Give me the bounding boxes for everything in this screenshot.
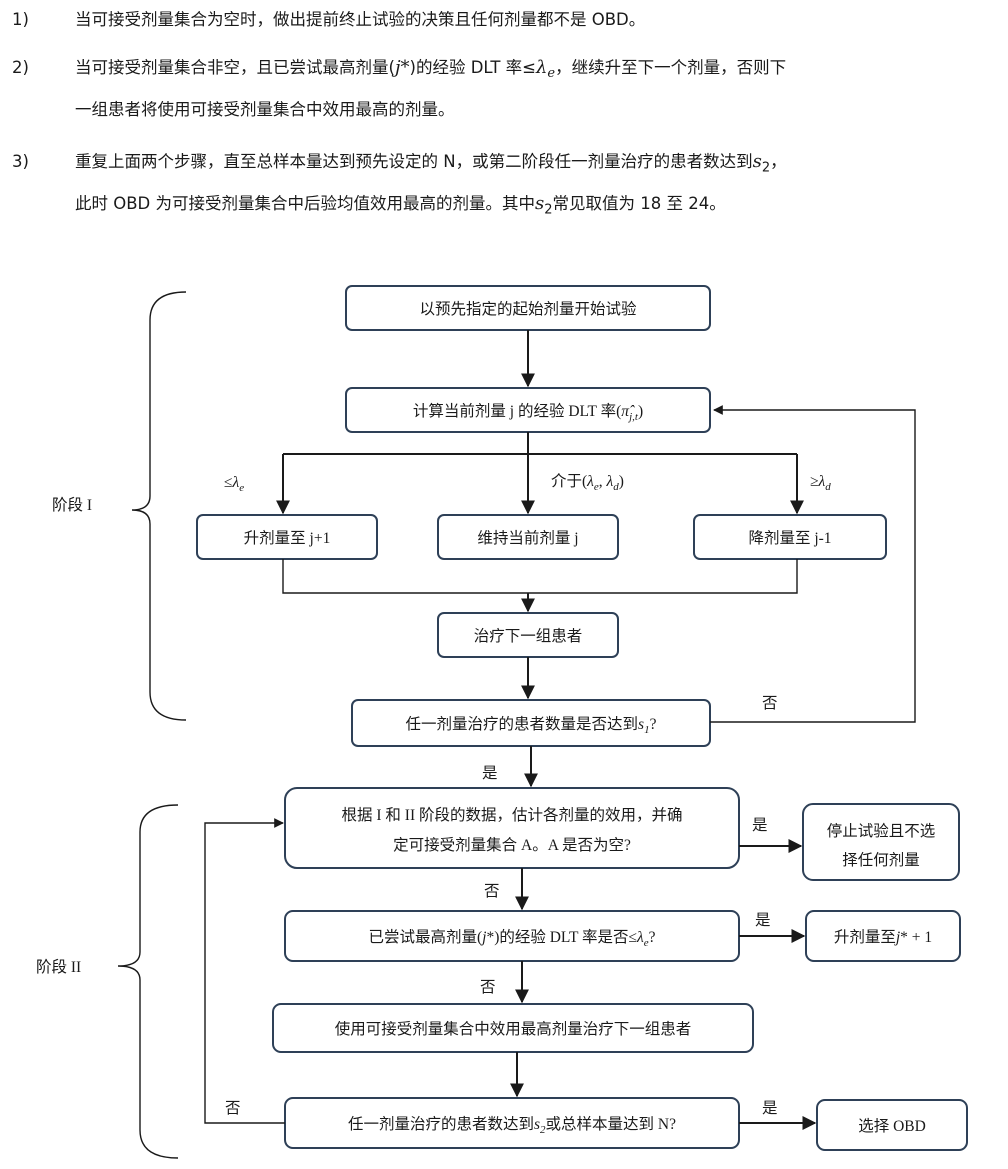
svg-text:升剂量至j* + 1: 升剂量至j* + 1: [834, 928, 932, 946]
best-utility-box: 使用可接受剂量集合中效用最高剂量治疗下一组患者: [272, 1003, 754, 1053]
label-le-lambda-e: ≤λe: [224, 474, 244, 494]
svg-text:以预先指定的起始剂量开始试验: 以预先指定的起始剂量开始试验: [419, 300, 637, 318]
svg-text:计算当前剂量 j 的经验 DLT 率(π̂j,t): 计算当前剂量 j 的经验 DLT 率(π̂j,t): [413, 401, 643, 423]
phase-2-brace: [117, 804, 179, 1159]
label-yes-phase2: 是: [482, 765, 498, 782]
svg-text:降剂量至 j-1: 降剂量至 j-1: [748, 529, 831, 547]
deescalate-box: 降剂量至 j-1: [693, 514, 887, 560]
svg-text:已尝试最高剂量(j*)的经验 DLT 率是否≤λe?: 已尝试最高剂量(j*)的经验 DLT 率是否≤λe?: [368, 928, 655, 949]
svg-text:治疗下一组患者: 治疗下一组患者: [474, 627, 583, 645]
start-box: 以预先指定的起始剂量开始试验: [345, 285, 711, 331]
svg-text:择任何剂量: 择任何剂量: [842, 851, 920, 869]
highest-dose-box: 已尝试最高剂量(j*)的经验 DLT 率是否≤λe?: [284, 910, 740, 962]
label-no-loop-phase2: 否: [225, 1100, 241, 1117]
svg-text:任一剂量治疗的患者数量是否达到s1?: 任一剂量治疗的患者数量是否达到s1?: [406, 715, 657, 736]
line-merge: [282, 559, 798, 594]
step-text: 当可接受剂量集合非空，且已尝试最高剂量(j*)的经验 DLT 率≤λe，继续升至…: [75, 57, 787, 82]
label-no-loop: 否: [762, 695, 778, 712]
step-text: 当可接受剂量集合为空时，做出提前终止试验的决策且任何剂量都不是 OBD。: [75, 10, 646, 29]
stay-box: 维持当前剂量 j: [437, 514, 619, 560]
select-obd-box: 选择 OBD: [816, 1099, 968, 1151]
label-yes-stop: 是: [752, 817, 768, 834]
escalate-box: 升剂量至 j+1: [196, 514, 378, 560]
label-yes-select: 是: [762, 1100, 778, 1117]
loop-back-phase2: [204, 818, 285, 1124]
svg-text:定可接受剂量集合 A。A 是否为空?: 定可接受剂量集合 A。A 是否为空?: [393, 836, 631, 854]
label-ge-lambda-d: ≥λd: [810, 473, 831, 493]
step-text-line2: 一组患者将使用可接受剂量集合中效用最高的剂量。: [75, 100, 455, 119]
phase-1-brace: [131, 291, 187, 721]
step-text: 重复上面两个步骤，直至总样本量达到预先设定的 N，或第二阶段任一剂量治疗的患者数…: [75, 151, 787, 176]
svg-text:根据 I 和 II 阶段的数据，估计各剂量的效用，并确: 根据 I 和 II 阶段的数据，估计各剂量的效用，并确: [342, 806, 683, 824]
check-s1-box: 任一剂量治疗的患者数量是否达到s1?: [351, 699, 711, 747]
svg-text:任一剂量治疗的患者数达到s2或总样本量达到 N?: 任一剂量治疗的患者数达到s2或总样本量达到 N?: [348, 1115, 676, 1136]
svg-text:使用可接受剂量集合中效用最高剂量治疗下一组患者: 使用可接受剂量集合中效用最高剂量治疗下一组患者: [335, 1020, 692, 1038]
stop-trial-box: 停止试验且不选 择任何剂量: [802, 803, 960, 881]
loop-back-arrow: [710, 405, 916, 723]
escalate-star-box: 升剂量至j* + 1: [805, 910, 961, 962]
label-no-best: 否: [480, 979, 496, 996]
step-number: 2): [12, 58, 29, 77]
step-text-line2: 此时 OBD 为可接受剂量集合中后验均值效用最高的剂量。其中s2常见取值为 18…: [75, 193, 726, 218]
label-no-highest: 否: [484, 883, 500, 900]
phase-1-label: 阶段 I: [52, 496, 92, 514]
svg-text:选择 OBD: 选择 OBD: [858, 1117, 926, 1135]
svg-text:停止试验且不选: 停止试验且不选: [827, 822, 936, 840]
label-between: 介于(λe, λd): [551, 472, 624, 493]
step-number: 1): [12, 10, 29, 29]
svg-text:维持当前剂量 j: 维持当前剂量 j: [477, 529, 578, 547]
final-check-box: 任一剂量治疗的患者数达到s2或总样本量达到 N?: [284, 1097, 740, 1149]
step-number: 3): [12, 152, 29, 171]
svg-text:升剂量至 j+1: 升剂量至 j+1: [244, 529, 331, 547]
label-yes-escalate: 是: [755, 912, 771, 929]
calc-dlt-box: 计算当前剂量 j 的经验 DLT 率(π̂j,t): [345, 387, 711, 433]
estimate-utility-box: 根据 I 和 II 阶段的数据，估计各剂量的效用，并确 定可接受剂量集合 A。A…: [284, 787, 740, 869]
treat-next-box: 治疗下一组患者: [437, 612, 619, 658]
phase-2-label: 阶段 II: [36, 958, 81, 976]
